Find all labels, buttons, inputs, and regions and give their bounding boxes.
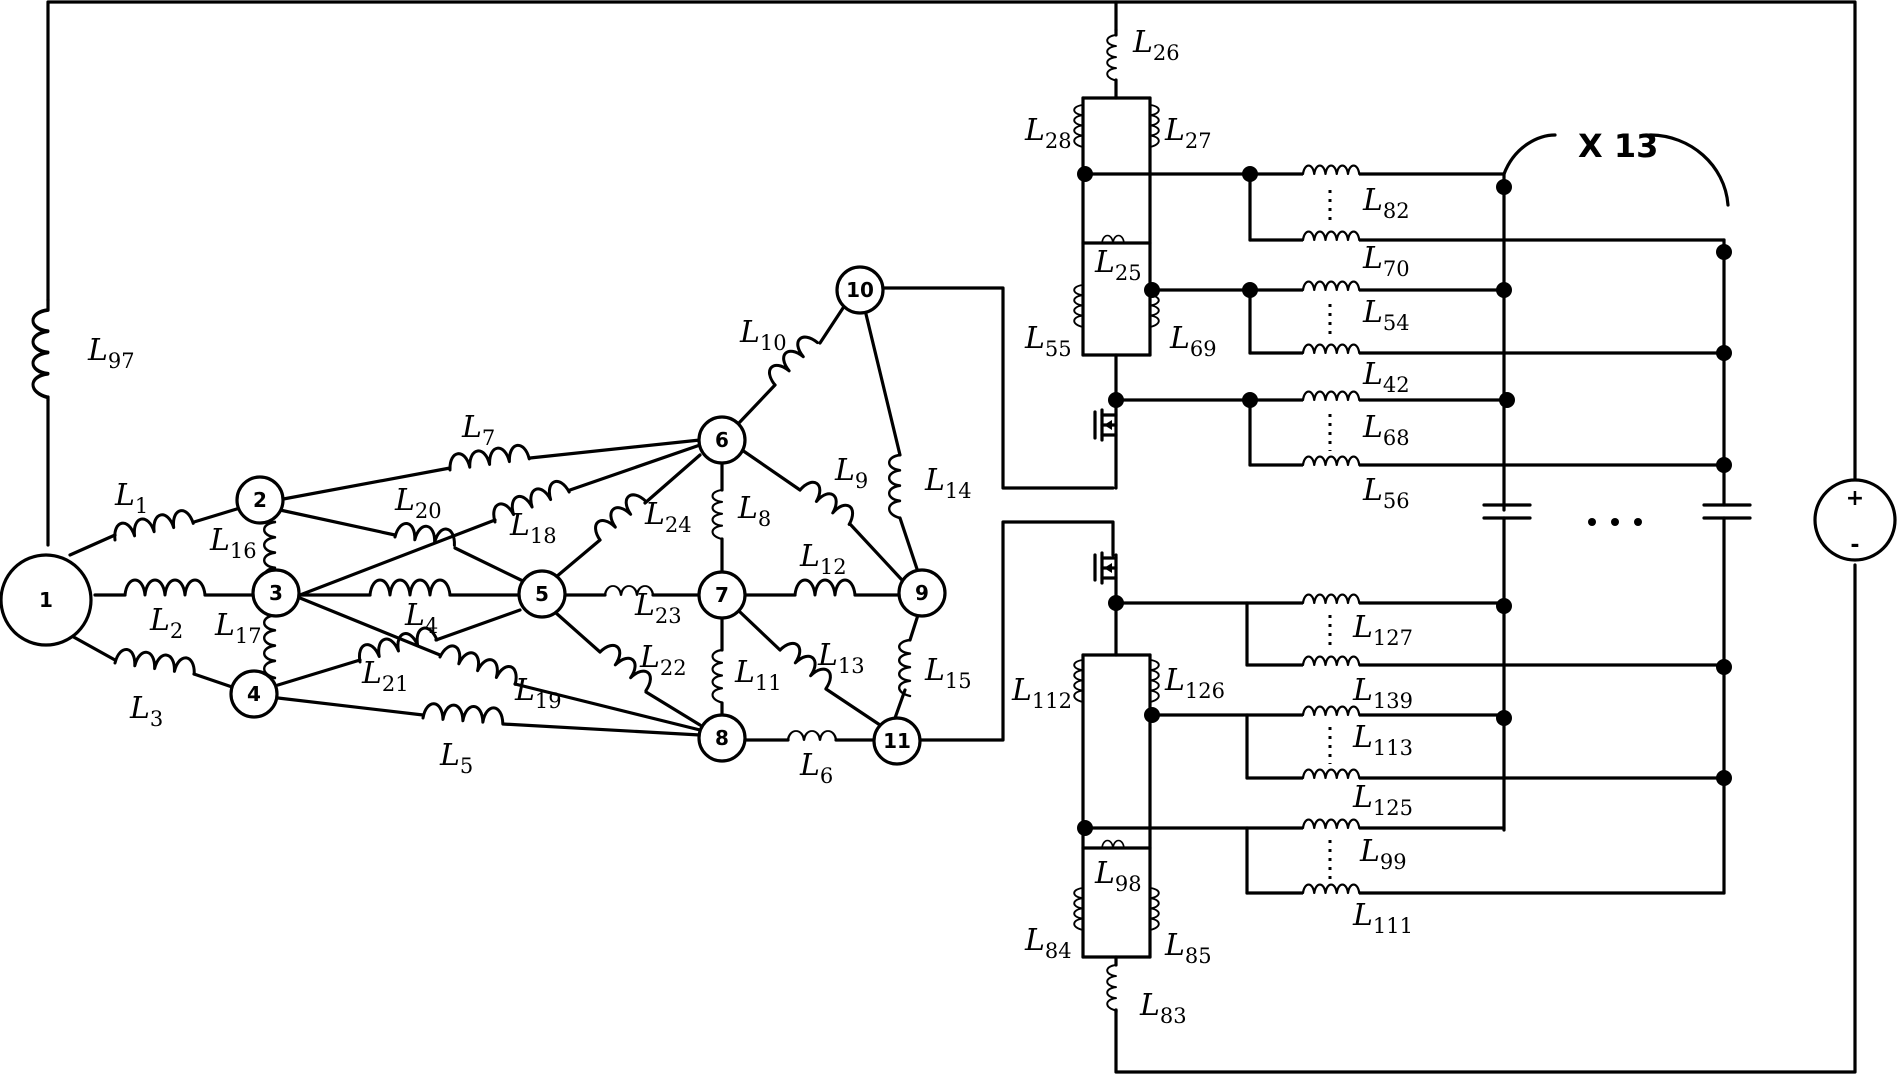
label-l15: L15 <box>924 653 972 693</box>
node-7: 7 <box>697 570 747 620</box>
label-l11: L11 <box>734 655 782 695</box>
label-l26: L26 <box>1132 25 1180 65</box>
svg-text:8: 8 <box>715 726 729 750</box>
label-l28: L28 <box>1024 113 1072 153</box>
label-l82: L82 <box>1362 183 1410 223</box>
label-l9: L9 <box>834 453 868 493</box>
label-l14: L14 <box>924 463 972 503</box>
label-l83: L83 <box>1139 988 1187 1028</box>
node-2: 2 <box>235 475 285 525</box>
label-l5: L5 <box>439 738 473 778</box>
label-l70: L70 <box>1362 241 1410 281</box>
svg-text:5: 5 <box>535 582 549 606</box>
label-l1: L1 <box>114 478 148 518</box>
node-4: 4 <box>229 669 279 719</box>
upper-converter <box>1073 28 1732 490</box>
network-nodes: 1 2 3 4 5 6 7 8 9 10 11 <box>0 265 947 766</box>
label-l12: L12 <box>799 539 847 579</box>
network-edges <box>68 303 920 742</box>
label-l13: L13 <box>817 638 865 678</box>
node-9: 9 <box>897 568 947 618</box>
svg-text:+: + <box>1846 486 1864 511</box>
node-6: 6 <box>697 415 747 465</box>
label-l19: L19 <box>514 673 562 713</box>
label-l139: L139 <box>1352 673 1413 713</box>
node-8: 8 <box>697 713 747 763</box>
svg-text:9: 9 <box>915 581 929 605</box>
label-l24: L24 <box>644 497 692 537</box>
label-l22: L22 <box>639 640 687 680</box>
label-l25: L25 <box>1094 245 1142 285</box>
label-l17: L17 <box>214 608 262 648</box>
gate-connections <box>881 286 1115 742</box>
label-l111: L111 <box>1352 898 1413 938</box>
svg-text:2: 2 <box>253 488 267 512</box>
label-l125: L125 <box>1352 780 1413 820</box>
label-l8: L8 <box>737 491 771 531</box>
svg-text:7: 7 <box>715 583 729 607</box>
label-l68: L68 <box>1362 410 1410 450</box>
svg-text:1: 1 <box>39 588 53 612</box>
node-3: 3 <box>251 568 301 618</box>
label-l3: L3 <box>129 691 163 731</box>
label-l99: L99 <box>1359 834 1407 874</box>
label-l84: L84 <box>1024 923 1072 963</box>
label-l127: L127 <box>1352 610 1413 650</box>
label-l55: L55 <box>1024 321 1072 361</box>
repeat-multiplier: X 13 <box>1578 127 1658 165</box>
svg-text:6: 6 <box>715 428 729 452</box>
svg-text:10: 10 <box>846 278 874 302</box>
label-l10: L10 <box>739 315 787 355</box>
inductor-l97 <box>31 298 50 402</box>
label-l112: L112 <box>1011 673 1072 713</box>
svg-text:3: 3 <box>269 581 283 605</box>
label-l6: L6 <box>799 748 833 788</box>
label-l27: L27 <box>1164 113 1212 153</box>
node-11: 11 <box>872 716 922 766</box>
label-l69: L69 <box>1169 321 1217 361</box>
label-l23: L23 <box>634 588 682 628</box>
label-l20: L20 <box>394 483 442 523</box>
node-5: 5 <box>517 569 567 619</box>
label-l85: L85 <box>1164 928 1212 968</box>
label-l2: L2 <box>149 603 183 643</box>
capacitor-bank <box>1482 172 1752 895</box>
node-10: 10 <box>835 265 885 315</box>
outer-wiring <box>46 0 1857 1074</box>
label-l113: L113 <box>1352 720 1413 760</box>
svg-text:4: 4 <box>247 682 261 706</box>
label-l18: L18 <box>509 508 557 548</box>
label-l97: L97 <box>87 333 135 373</box>
label-l7: L7 <box>461 410 495 450</box>
svg-text:-: - <box>1850 533 1859 558</box>
label-l56: L56 <box>1362 473 1410 513</box>
label-l98: L98 <box>1094 856 1142 896</box>
ellipsis <box>1588 518 1642 526</box>
label-l54: L54 <box>1362 295 1410 335</box>
repeat-bracket <box>1502 133 1557 176</box>
label-l42: L42 <box>1362 357 1410 397</box>
label-l21: L21 <box>361 656 409 696</box>
dc-source: + - <box>1813 478 1897 562</box>
label-l126: L126 <box>1164 663 1225 703</box>
node-1: 1 <box>0 553 93 647</box>
label-l16: L16 <box>209 523 257 563</box>
inductor-labels: L1 L2 L3 L4 L5 L6 L7 L8 L9 L10 L11 L12 L… <box>87 25 1413 1028</box>
label-l4: L4 <box>404 598 438 638</box>
svg-text:11: 11 <box>883 729 911 753</box>
